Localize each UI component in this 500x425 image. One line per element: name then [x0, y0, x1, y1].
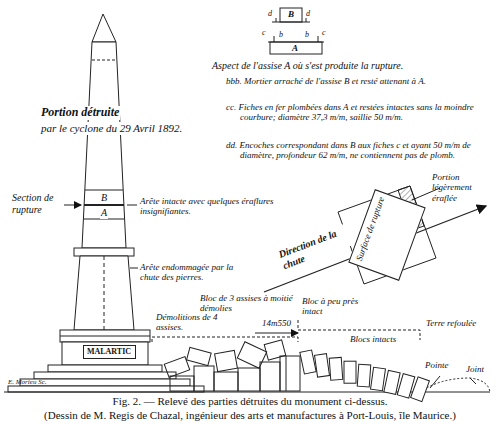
annotation-label: E. Morieu Sc.	[8, 378, 47, 386]
annotation-label: Joint	[466, 364, 484, 374]
annotation-label: Blocs intacts	[350, 334, 396, 344]
annotation-label: Arête intacte avec quelques éraflures in…	[140, 196, 290, 217]
annotation-label: b	[279, 30, 283, 39]
annotation-label: B	[288, 9, 294, 19]
annotation-label: c	[322, 28, 326, 37]
annotation-label: Bloc de 3 assises à moitié démolies	[200, 293, 296, 314]
annotation-label: c	[262, 28, 266, 37]
fallen-block	[357, 364, 371, 387]
annotation-label: bbb. Mortier arraché de l'assise B et re…	[226, 76, 480, 86]
annotation-label: B	[100, 192, 108, 204]
rupture-surface-box: Surface de rupture	[348, 189, 425, 281]
annotation-label: dd. Encoches correspondant dans B aux fi…	[226, 140, 500, 161]
annotation-label: A	[292, 43, 298, 53]
annotation-label: Bloc à peu près intact	[302, 296, 366, 317]
annotation-label: d	[268, 9, 272, 18]
annotation-label: cc. Fiches en fer plombées dans A et res…	[226, 102, 500, 123]
annotation-label: par le cyclone du 29 Avril 1892.	[40, 122, 183, 135]
annotation-label: Terre refoulée	[426, 318, 476, 328]
annotation-label: 14m550	[262, 318, 291, 328]
node-text: Surface de rupture	[354, 196, 387, 263]
annotation-label: Pointe	[424, 360, 450, 370]
inscription-plaque: MALARTIC	[83, 345, 136, 359]
annotation-label: d	[306, 9, 310, 18]
annotation-label: Portion légèrement éraflée	[432, 172, 496, 203]
annotation-label: A	[100, 207, 108, 219]
annotation-label: Direction de la chute	[276, 223, 355, 272]
annotation-label: Section de rupture	[12, 192, 62, 215]
annotation-label: Arête endommagée par la chute des pierre…	[140, 262, 250, 283]
annotation-label: Aspect de l'assise A où s'est produite l…	[212, 60, 403, 72]
annotation-label: Démolitions de 4 assises.	[156, 312, 236, 333]
fallen-block	[315, 354, 330, 377]
node-text: MALARTIC	[87, 347, 131, 356]
figure-caption: Fig. 2. — Relevé des parties détruites d…	[0, 395, 500, 407]
fallen-block	[411, 377, 430, 402]
fallen-block	[329, 357, 343, 380]
annotation-label: b	[305, 30, 309, 39]
fallen-block	[371, 367, 386, 390]
annotation-label: Portion détruite	[40, 106, 120, 120]
fallen-block	[384, 370, 400, 394]
caption-credit: (Dessin de M. Regis de Chazal, ingénieur…	[0, 409, 500, 421]
fallen-block	[344, 361, 356, 383]
fallen-block	[300, 350, 316, 374]
